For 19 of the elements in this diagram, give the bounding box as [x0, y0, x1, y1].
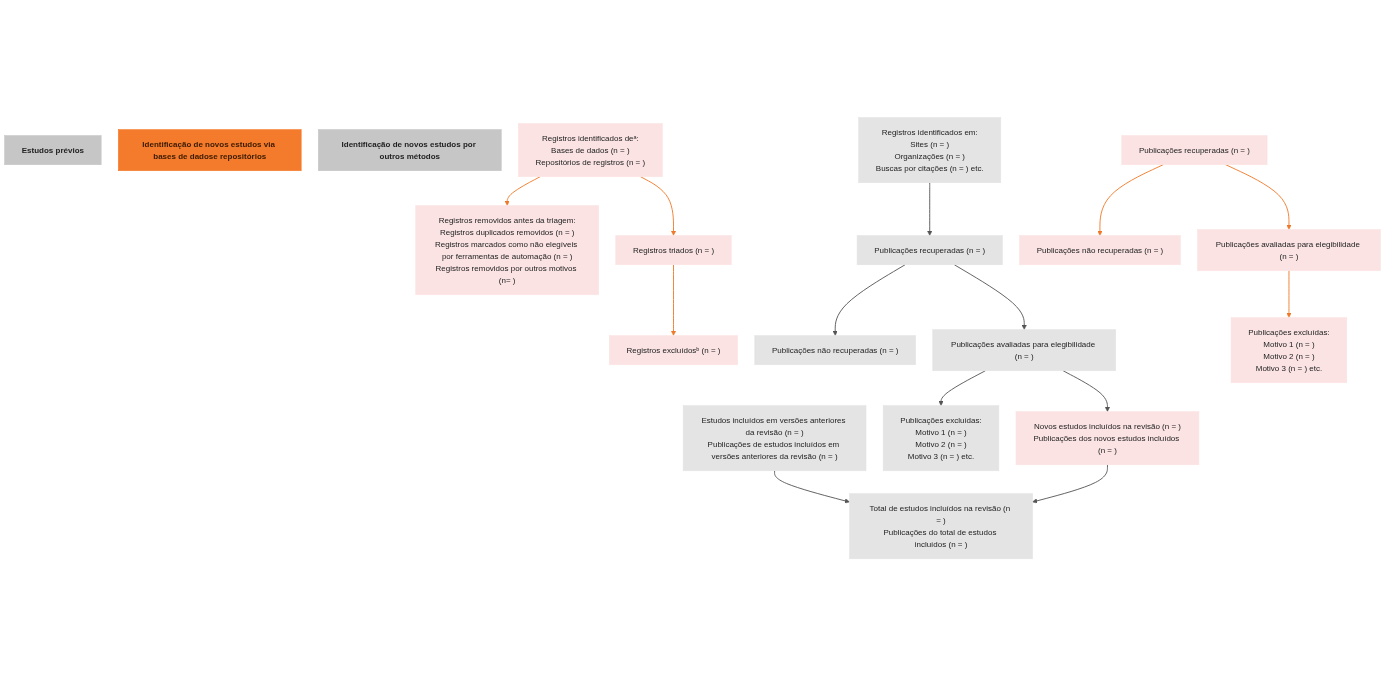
- node-box: Publicações excluídas: Motivo 1 (n = ) Motivo 2 (n = ) Motivo 3 (n = ) etc.: [1230, 317, 1348, 384]
- node-box: Total de estudos incluídos na revisão (n = ) Publicações do total de estudos incluídos (n = ): [849, 493, 1033, 560]
- node-box: Registros triados (n = ): [615, 235, 732, 266]
- node-box: Publicações avaliadas para elegibilidade (n = ): [932, 329, 1116, 372]
- node-box: Estudos incluídos em versões anteriores da revisão (n = ) Publicações de estudos incluídos em versões anteriores da revisão (n = ): [682, 405, 867, 472]
- node-box: Estudos prévios: [4, 135, 102, 166]
- node-box: Publicações recuperadas (n = ): [856, 235, 1003, 266]
- node-box: Registros excluídosᵇ (n = ): [609, 335, 738, 366]
- node-box: Publicações recuperadas (n = ): [1121, 135, 1268, 166]
- node-box: Registros removidos antes da triagem: Registros duplicados removidos (n = ) Registros marcados como não elegíveis por ferramentas de automação (n = ) Registros removidos por outros motivos (n= ): [415, 205, 599, 296]
- node-box: Identificação de novos estudos por outros métodos: [318, 129, 502, 172]
- node-box: Registros identificados deᵃ: Bases de dados (n = ) Repositórios de registros (n = ): [518, 123, 663, 178]
- node-box: Publicações não recuperadas (n = ): [754, 335, 916, 366]
- node-box: Publicações excluídas: Motivo 1 (n = ) Motivo 2 (n = ) Motivo 3 (n = ) etc.: [882, 405, 1000, 472]
- node-box: Registros identificados em: Sites (n = ) Organizações (n = ) Buscas por citações (n = ) etc.: [858, 117, 1002, 184]
- node-box: Novos estudos incluídos na revisão (n = ) Publicações dos novos estudos incluídos (n = ): [1015, 411, 1200, 466]
- node-box: Identificação de novos estudos via bases de dadose repositórios: [118, 129, 302, 172]
- node-box: Publicações não recuperadas (n = ): [1019, 235, 1181, 266]
- node-box: Publicações avaliadas para elegibilidade (n = ): [1197, 229, 1381, 272]
